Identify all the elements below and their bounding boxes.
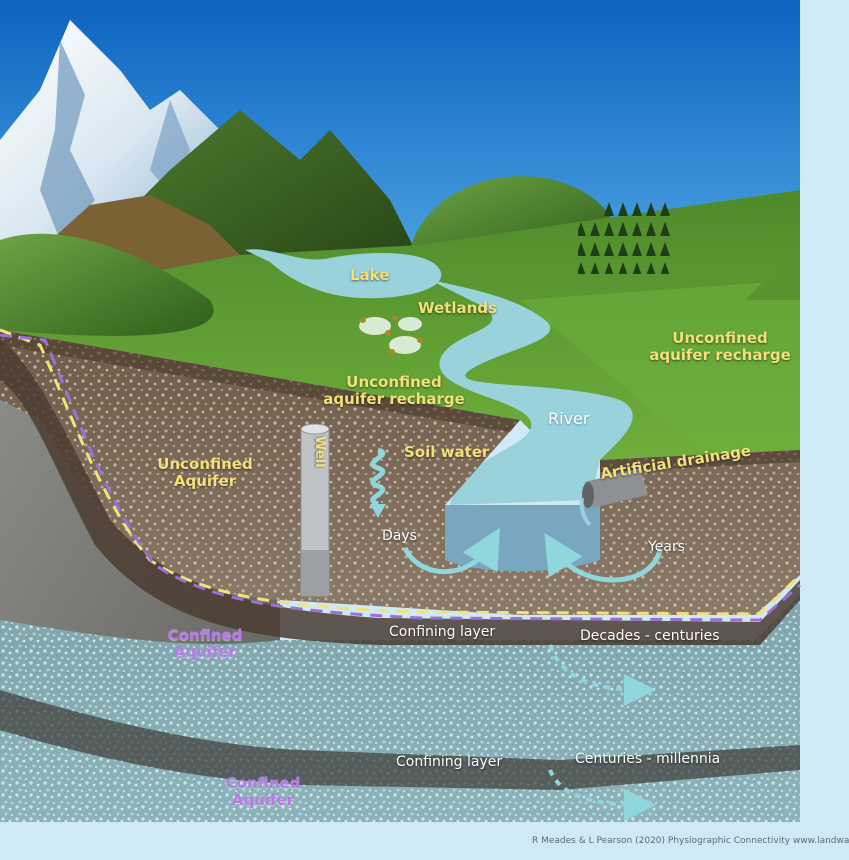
well-label: Well <box>312 436 327 468</box>
wetlands <box>359 315 423 355</box>
centuries-millennia-label: Centuries - millennia <box>575 751 721 767</box>
unconfined-aquifer-label: Unconfined Aquifer <box>150 455 260 491</box>
unconfined-recharge-right-line2: aquifer recharge <box>649 346 791 365</box>
lake-label: Lake <box>350 266 390 284</box>
days-label: Days <box>382 528 417 544</box>
diagram-illustration <box>0 0 802 860</box>
river-label: River <box>548 409 590 428</box>
unconfined-aquifer-line1: Unconfined <box>157 455 253 473</box>
confined-aquifer-lower-line1: Confined <box>225 774 301 792</box>
left-hill <box>0 233 214 336</box>
lake <box>245 249 442 299</box>
river <box>430 280 633 505</box>
wetlands-label: Wetlands <box>418 299 497 317</box>
unconfined-aquifer-line2: Aquifer <box>173 472 237 491</box>
confined-aquifer-upper-label: Confined Aquifer <box>150 626 260 662</box>
well <box>300 423 330 597</box>
soil-water-flow <box>370 447 386 507</box>
unconfined-recharge-left-line2: aquifer recharge <box>323 390 465 409</box>
confining-layer-lower <box>0 690 800 790</box>
years-flow-arrow <box>544 533 663 583</box>
confining-layer-lower-label: Confining layer <box>396 754 503 770</box>
confined-aquifer-lower-line2: Aquifer <box>231 791 295 810</box>
credit-text: R Meades & L Pearson (2020) Physiographi… <box>532 836 849 846</box>
soil-water-label: Soil water <box>404 443 490 461</box>
groundwater-pool <box>445 505 600 572</box>
drainage-pipe <box>579 468 648 527</box>
decades-centuries-label: Decades - centuries <box>580 628 720 644</box>
days-flow-arrow <box>402 527 500 575</box>
confined-aquifer-upper-line1: Confined <box>167 626 243 644</box>
confined-aquifer-lower-label: Confined Aquifer <box>208 774 318 810</box>
unconfined-recharge-right-label: Unconfined aquifer recharge <box>645 329 795 365</box>
unconfined-recharge-left-label: Unconfined aquifer recharge <box>320 373 468 409</box>
years-label: Years <box>648 539 685 555</box>
footer-strip <box>0 822 800 860</box>
confined-aquifer-upper-line2: Aquifer <box>173 643 237 662</box>
millennia-flow-arrow <box>548 769 656 821</box>
confining-layer-upper-label: Confining layer <box>389 624 496 640</box>
unconfined-recharge-right-line1: Unconfined <box>672 329 768 347</box>
unconfined-recharge-left-line1: Unconfined <box>346 373 442 391</box>
